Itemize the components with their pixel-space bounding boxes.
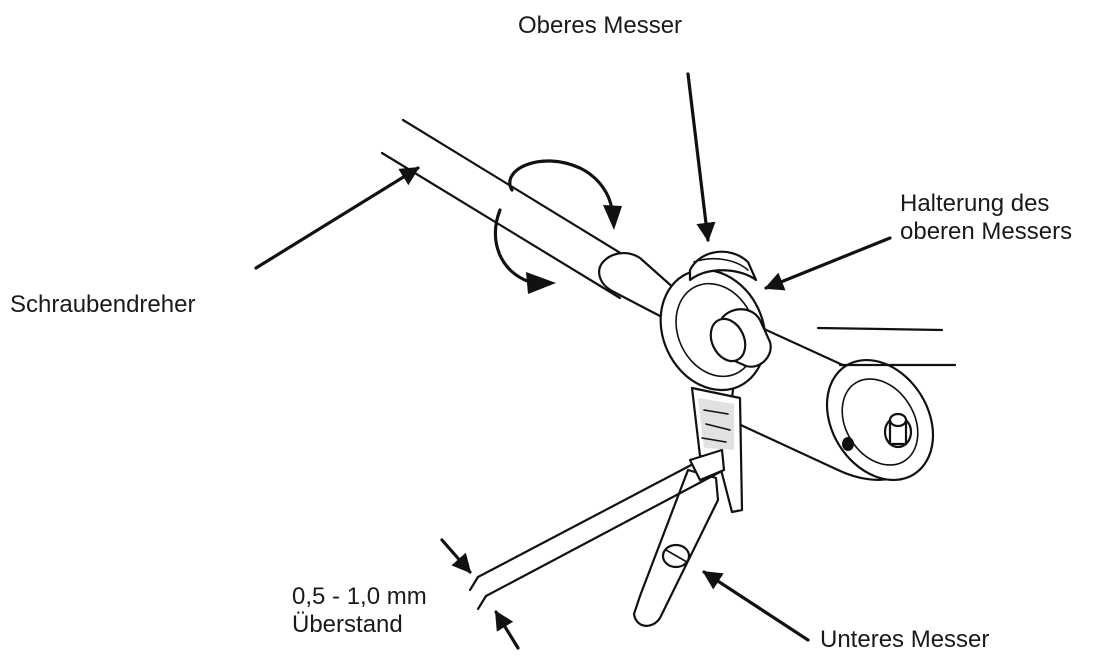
upper-blade-assembly bbox=[659, 250, 772, 392]
overhang-dimension bbox=[440, 538, 520, 650]
label-overhang: Überstand bbox=[292, 611, 403, 638]
rotation-arrows bbox=[493, 159, 622, 294]
label-overhang-value: 0,5 - 1,0 mm bbox=[292, 583, 427, 610]
label-upper-blade: Oberes Messer bbox=[518, 12, 683, 39]
lower-blade-plate bbox=[690, 386, 744, 514]
lower-blade bbox=[632, 468, 720, 627]
label-upper-blade-holder-line1: Halterung des bbox=[900, 190, 1050, 217]
blade-holder-body bbox=[728, 316, 957, 482]
gauge-blade bbox=[476, 448, 726, 598]
label-lower-blade: Unteres Messer bbox=[820, 626, 990, 653]
label-upper-blade-holder-line2: oberen Messers bbox=[900, 218, 1073, 245]
label-screwdriver: Schraubendreher bbox=[10, 291, 196, 318]
screwdriver-shaft bbox=[380, 118, 679, 318]
leader-lines bbox=[254, 72, 892, 642]
